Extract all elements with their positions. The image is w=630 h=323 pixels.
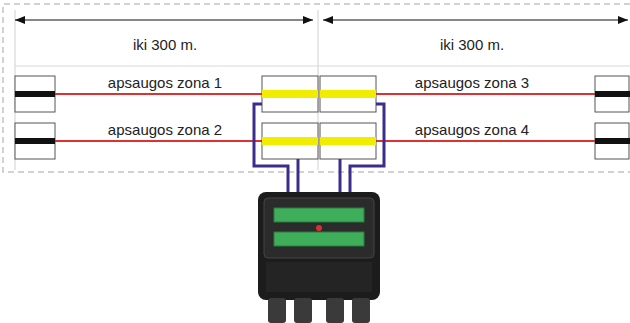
sensor-box	[595, 76, 629, 112]
sensor-bar	[262, 90, 318, 98]
sensor-box	[262, 123, 318, 159]
beam-line	[55, 140, 262, 142]
beam-line	[376, 140, 595, 142]
controller-base	[266, 262, 372, 292]
zone-label: apsaugos zona 3	[415, 74, 529, 91]
beam-line	[55, 93, 262, 95]
terminal-block	[274, 232, 364, 246]
controller-lid	[264, 198, 374, 258]
zone-label: apsaugos zona 4	[415, 121, 529, 138]
sensor-box	[595, 123, 629, 159]
sensor-bar	[320, 90, 376, 98]
sensor-box	[15, 123, 55, 159]
sensor-box	[320, 123, 376, 159]
sensor-bar	[595, 138, 630, 144]
sensor-box	[15, 76, 55, 112]
area-frame	[3, 4, 630, 172]
cable-wire	[339, 159, 342, 196]
arrow-head	[618, 16, 628, 24]
cable-gland	[268, 298, 286, 323]
controller-housing	[258, 192, 380, 300]
sensor-bar	[15, 138, 55, 144]
dimension-line	[323, 19, 628, 20]
arrow-head	[323, 16, 333, 24]
sensor-box	[262, 76, 318, 112]
sensor-bar	[320, 137, 376, 145]
sensor-bar	[262, 137, 318, 145]
beam-line	[376, 93, 595, 95]
terminal-block	[274, 208, 364, 222]
sensor-box	[320, 76, 376, 112]
arrow-head	[15, 16, 25, 24]
cable-gland	[294, 298, 312, 323]
dimension-line	[15, 19, 313, 20]
cable-gland	[352, 298, 370, 323]
arrow-head	[303, 16, 313, 24]
dimension-label: iki 300 m.	[440, 36, 504, 53]
dimension-label: iki 300 m.	[133, 36, 197, 53]
zone-label: apsaugos zona 2	[108, 121, 222, 138]
sensor-bar	[15, 91, 55, 97]
cable-wire	[350, 104, 384, 196]
status-led	[316, 225, 322, 231]
sensor-bar	[595, 91, 630, 97]
cable-wire	[297, 159, 300, 196]
cable-gland	[326, 298, 344, 323]
band-line	[15, 66, 630, 67]
cable-wire	[254, 104, 288, 196]
zone-label: apsaugos zona 1	[108, 74, 222, 91]
